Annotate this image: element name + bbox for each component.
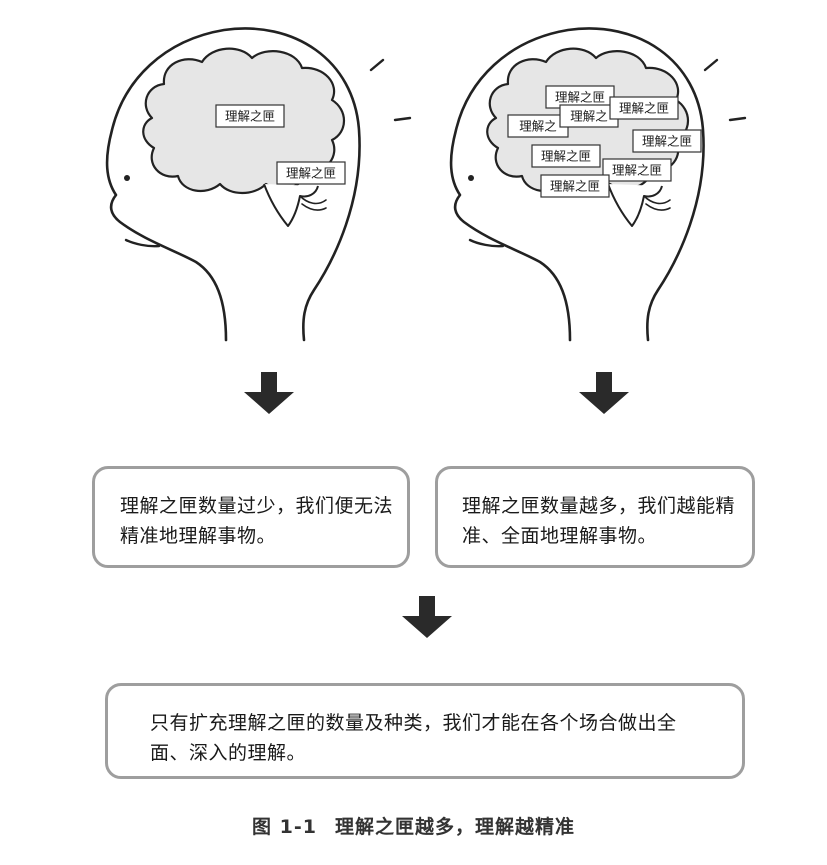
tag-box: 理解之 bbox=[559, 104, 619, 128]
svg-text:理解之: 理解之 bbox=[519, 119, 557, 134]
down-arrow-icon bbox=[402, 596, 452, 638]
tag-box: 理解之匣 bbox=[276, 161, 346, 185]
many-boxes-note: 理解之匣数量越多，我们越能精准、全面地理解事物。 bbox=[435, 466, 755, 568]
conclusion-text: 只有扩充理解之匣的数量及种类，我们才能在各个场合做出全面、深入的理解。 bbox=[150, 712, 677, 764]
svg-text:理解之匣: 理解之匣 bbox=[225, 109, 275, 124]
svg-text:理解之匣: 理解之匣 bbox=[555, 90, 605, 105]
tag-box: 理解之匣 bbox=[632, 129, 702, 153]
caption-number: 图 1-1 bbox=[252, 816, 317, 838]
figure-caption: 图 1-1 理解之匣越多，理解越精准 bbox=[0, 812, 827, 839]
tag-box: 理解之匣 bbox=[609, 96, 679, 120]
svg-text:理解之匣: 理解之匣 bbox=[541, 149, 591, 164]
tag-box: 理解之匣 bbox=[540, 174, 610, 198]
right-tags: 理解之匣 理解之 理解之 理解之匣 理解之匣 理解之匣 理解之匣 理解之匣 bbox=[507, 85, 702, 198]
down-arrow-icon bbox=[579, 372, 629, 414]
tag-box: 理解之匣 bbox=[215, 104, 285, 128]
left-tags: 理解之匣 理解之匣 bbox=[215, 104, 346, 185]
tag-box: 理解之匣 bbox=[602, 158, 672, 182]
svg-text:理解之匣: 理解之匣 bbox=[642, 134, 692, 149]
tag-box: 理解之匣 bbox=[531, 144, 601, 168]
tag-box: 理解之匣 bbox=[545, 85, 615, 109]
caption-title: 理解之匣越多，理解越精准 bbox=[334, 816, 575, 838]
few-boxes-text: 理解之匣数量过少，我们便无法精准地理解事物。 bbox=[120, 495, 394, 547]
down-arrow-icon bbox=[244, 372, 294, 414]
svg-text:理解之匣: 理解之匣 bbox=[550, 179, 600, 194]
tag-box: 理解之 bbox=[507, 114, 569, 138]
few-boxes-note: 理解之匣数量过少，我们便无法精准地理解事物。 bbox=[92, 466, 410, 568]
svg-text:理解之匣: 理解之匣 bbox=[286, 166, 336, 181]
heads-illustration: 理解之匣 理解之匣 理解之匣 理解之 理解之 理解之匣 理解之匣 bbox=[105, 27, 747, 342]
svg-text:理解之匣: 理解之匣 bbox=[612, 163, 662, 178]
emphasis-marks bbox=[369, 58, 747, 122]
conclusion-note: 只有扩充理解之匣的数量及种类，我们才能在各个场合做出全面、深入的理解。 bbox=[105, 683, 745, 779]
many-boxes-text: 理解之匣数量越多，我们越能精准、全面地理解事物。 bbox=[462, 495, 736, 547]
svg-text:理解之: 理解之 bbox=[570, 109, 608, 124]
svg-text:理解之匣: 理解之匣 bbox=[619, 101, 669, 116]
